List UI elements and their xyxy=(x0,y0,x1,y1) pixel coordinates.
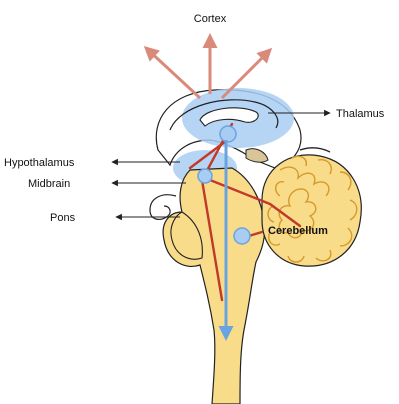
cortex-projection-arrows xyxy=(146,36,270,98)
thalamic-nucleus xyxy=(220,126,236,142)
cortex-label: Cortex xyxy=(194,13,227,25)
brainstem xyxy=(163,168,264,404)
pons-nucleus xyxy=(234,228,250,244)
projection-arrow-left xyxy=(146,48,200,98)
cerebellum-label: Cerebellum xyxy=(268,225,328,237)
tentorium-line xyxy=(300,148,330,152)
midbrain-nucleus xyxy=(198,169,212,183)
thalamus-label: Thalamus xyxy=(336,108,385,120)
midbrain-label: Midbrain xyxy=(28,178,70,190)
hypothalamus-label: Hypothalamus xyxy=(4,157,75,169)
pons-label: Pons xyxy=(50,212,76,224)
